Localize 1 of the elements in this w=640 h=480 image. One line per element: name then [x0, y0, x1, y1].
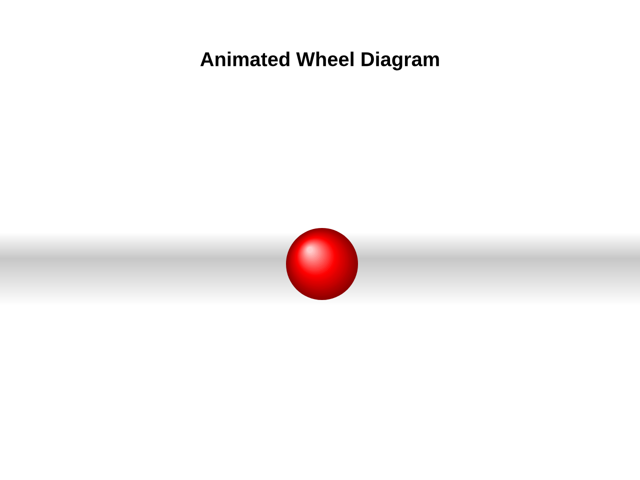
diagram-title: Animated Wheel Diagram: [200, 52, 439, 70]
